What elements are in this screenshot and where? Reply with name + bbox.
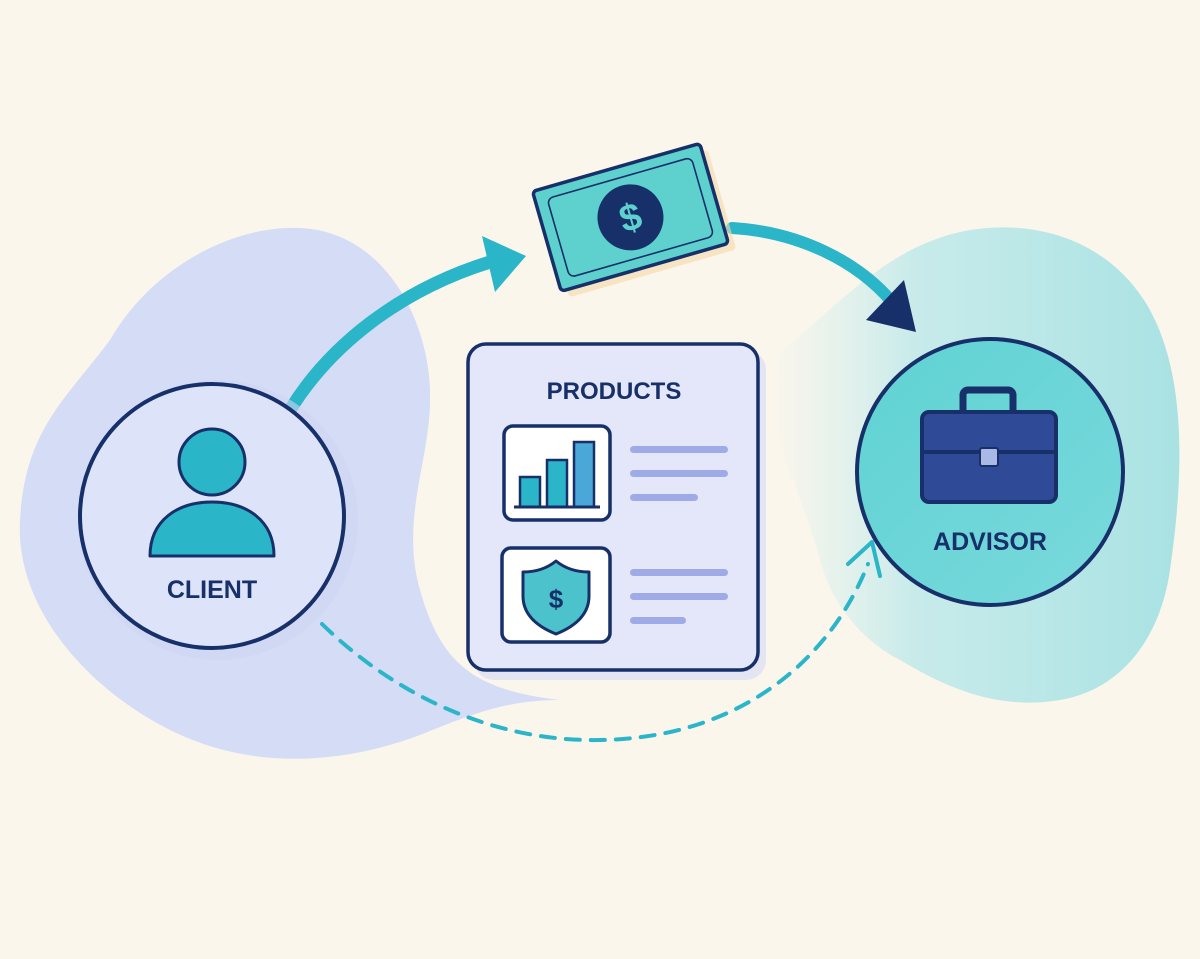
payment-to-advisor-arrowhead [866,280,916,332]
dollar-coin [597,184,664,251]
bar-chart-icon [514,440,600,509]
client-to-payment-arrow [283,255,497,417]
client-to-advisor-dashed-line [320,562,870,743]
client-label: CLIENT [167,576,257,604]
person-icon [148,427,276,558]
products-title: PRODUCTS [547,378,682,405]
advisor-node[interactable]: ADVISOR [855,337,1125,607]
dashed-arrowhead [846,540,882,578]
products-card[interactable]: PRODUCTS $ [466,342,766,680]
product-item-insurance[interactable]: $ [500,546,728,644]
dollar-bill-icon: $ [531,142,736,297]
product-item-investments[interactable] [502,424,728,522]
client-node[interactable]: CLIENT [78,380,358,660]
advisor-label: ADVISOR [933,528,1047,556]
shield-dollar-symbol: $ [549,584,564,614]
payment-to-advisor-arrow [726,222,898,308]
insurance-text-lines [630,569,728,624]
investments-text-lines [630,446,728,501]
dashed-return-arrow [320,540,882,743]
briefcase-icon [920,386,1058,504]
payment-flow-arrow [283,222,916,417]
shield-dollar-icon: $ [521,559,591,636]
client-to-payment-arrowhead [482,236,526,292]
